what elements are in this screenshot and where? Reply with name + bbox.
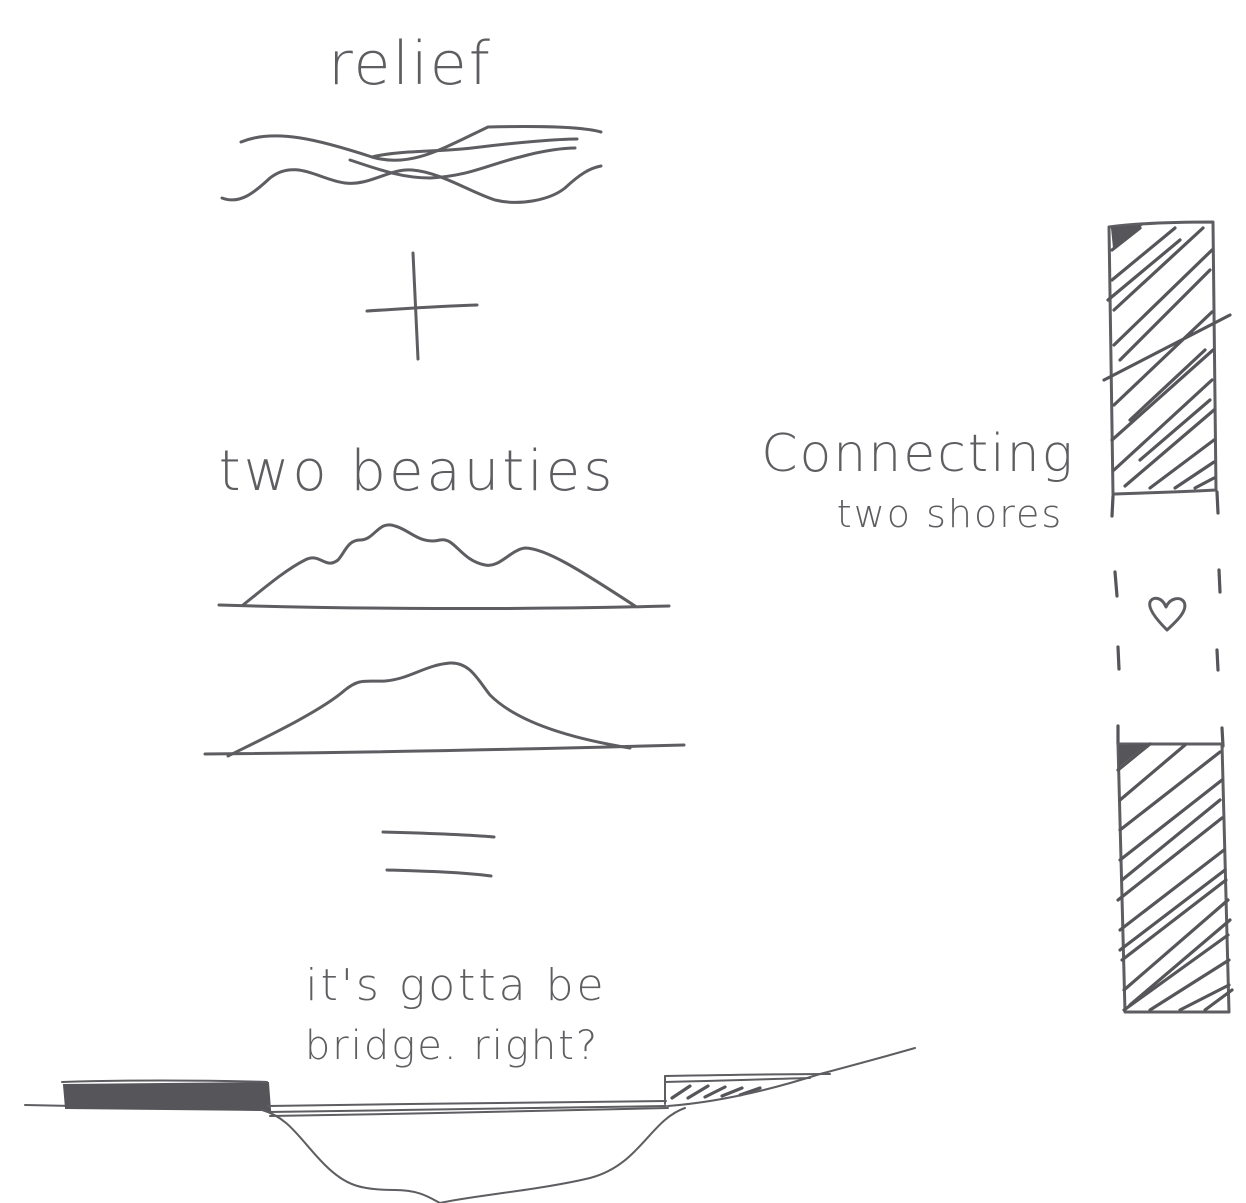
mountain-range-sketch bbox=[219, 525, 669, 609]
connecting-line-2: two shores bbox=[837, 492, 1063, 536]
question-line-1: it's gotta be bbox=[305, 960, 606, 1011]
heart-icon bbox=[1115, 570, 1220, 670]
equals-sign bbox=[383, 832, 494, 876]
two-beauties-label: two beauties bbox=[219, 439, 616, 504]
top-shore-block bbox=[1104, 222, 1230, 516]
connecting-line-1: Connecting bbox=[761, 424, 1075, 484]
bridge-cross-section bbox=[25, 1048, 915, 1203]
plus-sign bbox=[367, 253, 477, 359]
relief-wave-lines bbox=[222, 127, 601, 203]
relief-label: relief bbox=[328, 29, 492, 99]
question-line-2: bridge. right? bbox=[305, 1023, 599, 1069]
bottom-shore-block bbox=[1118, 726, 1232, 1012]
single-mountain-sketch bbox=[205, 663, 684, 756]
